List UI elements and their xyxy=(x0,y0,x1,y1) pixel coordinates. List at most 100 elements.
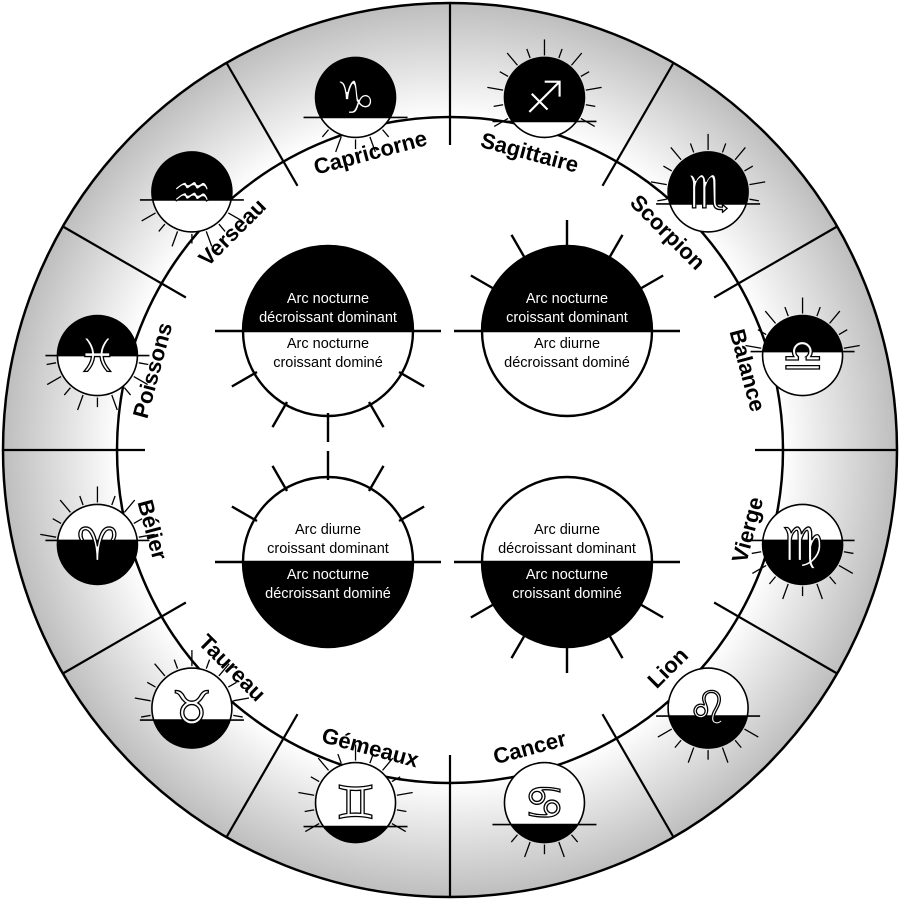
ray xyxy=(138,533,155,538)
ray xyxy=(398,505,425,523)
ray xyxy=(558,48,563,59)
ray xyxy=(367,465,385,492)
ray xyxy=(382,129,390,138)
ray xyxy=(687,747,695,763)
ray xyxy=(173,659,179,669)
ray xyxy=(570,834,579,843)
ray xyxy=(218,223,226,232)
ray xyxy=(749,198,760,202)
ray xyxy=(570,52,583,66)
ray xyxy=(721,143,727,153)
ray xyxy=(321,129,330,138)
ray xyxy=(470,274,497,292)
ray xyxy=(663,165,673,172)
sign-glyph: ♉︎ xyxy=(171,681,212,735)
ray xyxy=(231,370,258,388)
ray xyxy=(558,841,565,858)
ray xyxy=(337,753,342,764)
ray xyxy=(657,198,667,202)
top-arc-text: Arc diurne xyxy=(534,522,600,538)
ray xyxy=(369,753,374,764)
icon-outline xyxy=(761,314,844,397)
ray xyxy=(134,697,151,702)
ray xyxy=(470,601,497,619)
divider-line xyxy=(62,601,187,675)
ray xyxy=(782,583,789,600)
ray xyxy=(838,329,848,336)
sign-glyph: ♍︎ xyxy=(782,517,823,571)
divider-line xyxy=(713,601,838,675)
leo-icon: ♌︎ xyxy=(656,667,761,763)
ray xyxy=(526,48,531,59)
ray xyxy=(304,809,315,813)
ray xyxy=(580,71,590,77)
ray xyxy=(657,728,673,738)
bottom-arc-text: décroissant dominé xyxy=(504,355,630,371)
top-arc-text: décroissant dominant xyxy=(259,310,397,326)
top-arc-text: Arc nocturne xyxy=(287,291,369,307)
ray xyxy=(227,681,237,688)
divider-line xyxy=(601,62,675,187)
divider-line xyxy=(225,713,299,838)
ray xyxy=(123,499,136,513)
icon-outline xyxy=(503,56,586,139)
ray xyxy=(744,165,754,172)
ray xyxy=(757,329,767,336)
ray xyxy=(76,394,84,411)
ray xyxy=(304,823,320,833)
ray xyxy=(141,212,156,222)
ray xyxy=(744,728,759,738)
ray xyxy=(689,143,695,153)
ray xyxy=(227,212,243,222)
ray xyxy=(510,234,528,261)
ray xyxy=(133,518,143,525)
ray xyxy=(816,583,824,600)
ray xyxy=(493,117,509,127)
top-arc-text: Arc diurne xyxy=(295,522,361,538)
bottom-arc-text: décroissant dominé xyxy=(265,586,391,602)
ray xyxy=(123,387,132,396)
ray xyxy=(764,310,777,324)
sign-glyph: ♎︎ xyxy=(782,329,823,383)
ray xyxy=(670,147,682,161)
arc-quadrants: Arc nocturne décroissant dominant Arc noct… xyxy=(215,220,680,673)
cancer-icon: ♋︎ xyxy=(492,761,597,858)
sign-glyph: ♊︎ xyxy=(335,776,376,830)
ray xyxy=(674,739,682,749)
ray xyxy=(335,136,342,153)
icon-outline xyxy=(151,667,233,749)
ray xyxy=(745,344,762,349)
top-arc-text: Arc nocturne xyxy=(526,291,608,307)
ray xyxy=(310,776,320,783)
sign-glyph: ♒︎ xyxy=(171,165,212,219)
ray xyxy=(317,757,330,771)
ray xyxy=(487,86,504,91)
ray xyxy=(138,362,149,366)
icon-outline xyxy=(667,151,749,233)
ray xyxy=(40,533,57,538)
ray xyxy=(721,747,729,763)
icon-outline xyxy=(314,761,397,844)
ray xyxy=(298,791,315,796)
ray xyxy=(158,223,166,232)
ray xyxy=(46,362,57,366)
top-arc-text: décroissant dominant xyxy=(498,541,636,557)
ray xyxy=(398,370,425,388)
capricorn-icon: ♑︎ xyxy=(303,56,408,153)
ray xyxy=(650,181,667,186)
aquarius-icon: ♒︎ xyxy=(139,151,244,247)
ray xyxy=(768,576,777,585)
sagittarius-icon: ♐︎ xyxy=(487,39,602,139)
ray xyxy=(493,104,504,108)
icon-outline xyxy=(56,503,139,586)
ray xyxy=(751,551,762,555)
ray xyxy=(838,564,854,575)
ray xyxy=(233,714,243,718)
ray xyxy=(843,344,860,349)
ray xyxy=(829,310,841,324)
ray xyxy=(524,841,531,858)
ray xyxy=(734,147,746,161)
ray xyxy=(133,375,148,386)
